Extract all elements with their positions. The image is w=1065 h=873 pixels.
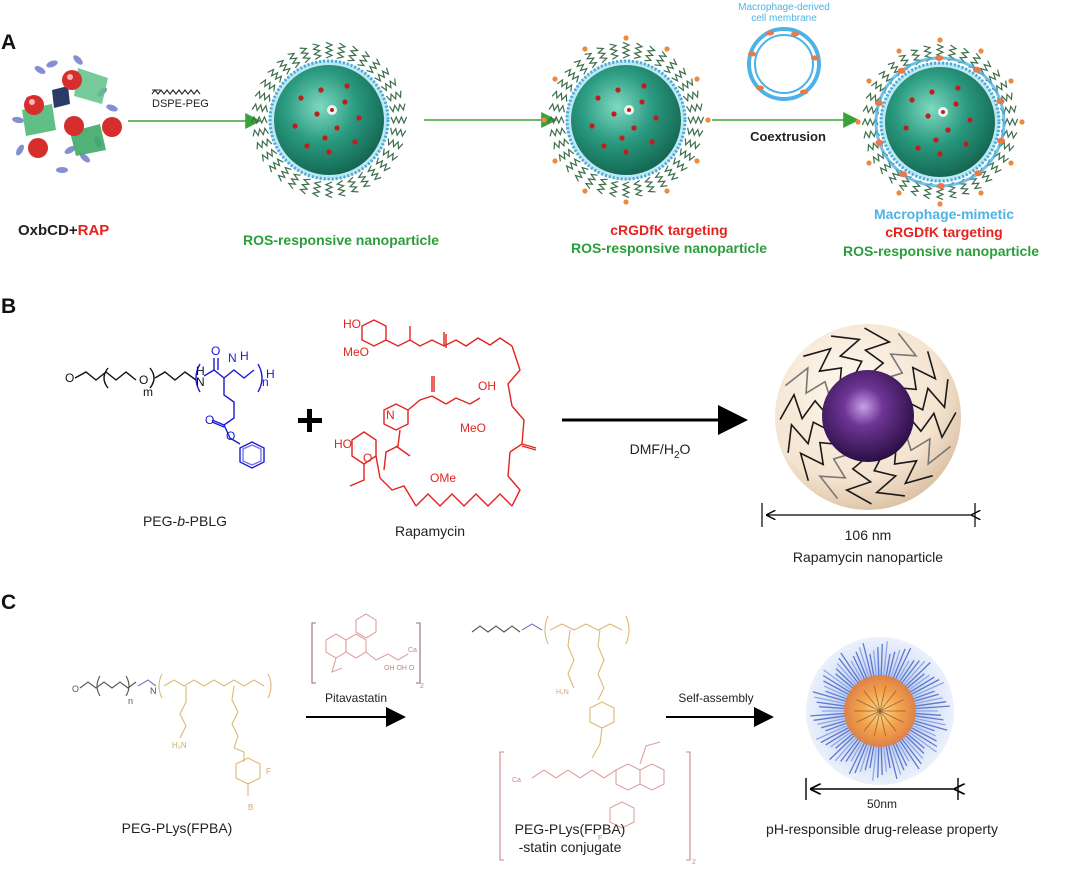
- svg-text:H: H: [240, 349, 249, 363]
- conjugate-label-line2: -statin conjugate: [518, 839, 622, 855]
- rapamycin-atom-labels: HO MeO N OH MeO HO O OMe: [334, 317, 496, 485]
- svg-text:OH OH O: OH OH O: [384, 665, 415, 672]
- solvent-label: DMF/H2O: [600, 441, 720, 461]
- solvent-post: O: [679, 441, 691, 457]
- conjugate-label: PEG-PLys(FPBA) -statin conjugate: [490, 820, 650, 856]
- svg-text:N: N: [386, 408, 395, 422]
- conjugate-atom-labels: Ca F 2: [512, 777, 696, 866]
- macrophage-membrane-vesicle: [747, 27, 821, 101]
- peg-plys-peg-labels: O n N: [72, 684, 157, 706]
- svg-text:Ca: Ca: [512, 777, 521, 784]
- macrophage-mimetic-nanoparticle: [855, 37, 1025, 207]
- svg-text:H: H: [196, 364, 205, 378]
- np3-label-blue: Macrophage-mimetic: [873, 206, 1015, 222]
- svg-text:HO: HO: [334, 437, 352, 451]
- conjugate-label-line1: PEG-PLys(FPBA): [514, 821, 626, 837]
- ph-responsive-nanoparticle: [806, 637, 954, 785]
- pitavastatin-atom-labels: OH OH O Ca 2: [384, 647, 424, 690]
- oxbcd-rap-cluster: [12, 55, 122, 173]
- ph-nanoparticle-label: pH-responsible drug-release property: [766, 821, 998, 837]
- svg-text:O: O: [65, 371, 74, 385]
- np3-label-green: ROS-responsive nanoparticle: [842, 243, 1040, 259]
- crgdfk-nanoparticle: [541, 35, 711, 205]
- svg-text:O: O: [226, 429, 235, 443]
- svg-text:HO: HO: [343, 317, 361, 331]
- svg-text:2: 2: [420, 683, 424, 690]
- rapamycin-label: Rapamycin: [394, 523, 466, 539]
- conjugate-amine-labels: H₂N: [556, 689, 569, 696]
- svg-text:O: O: [72, 684, 79, 694]
- peg-b-pblg-label: PEG-b-PBLG: [110, 513, 260, 529]
- oxbcd-rap-label: OxbCD+RAP: [18, 222, 109, 239]
- svg-text:2: 2: [692, 859, 696, 866]
- self-assembly-label: Self-assembly: [678, 691, 754, 705]
- peg-plys-fpba-label: PEG-PLys(FPBA): [121, 820, 233, 836]
- svg-text:H: H: [266, 367, 275, 381]
- size-label-c: 50nm: [866, 797, 898, 811]
- size-label-b: 106 nm: [844, 527, 892, 543]
- statin-conjugate-structure: [471, 615, 691, 861]
- svg-text:O: O: [363, 451, 372, 465]
- np2-label-green: ROS-responsive nanoparticle: [570, 240, 768, 256]
- svg-text:B: B: [248, 803, 253, 812]
- svg-text:N: N: [196, 375, 205, 389]
- svg-text:OH: OH: [478, 379, 496, 393]
- membrane-label: Macrophage-derived cell membrane: [700, 2, 868, 24]
- plus-sign: [298, 409, 322, 432]
- rap-label: RAP: [77, 222, 110, 239]
- np1-label: ROS-responsive nanoparticle: [242, 232, 440, 248]
- svg-text:MeO: MeO: [460, 421, 486, 435]
- svg-text:n: n: [128, 696, 133, 706]
- membrane-label-line2: cell membrane: [751, 13, 817, 24]
- panel-letter-c: C: [1, 591, 17, 614]
- peg-plys-fpba-structure: [79, 673, 272, 796]
- svg-text:n: n: [262, 375, 269, 389]
- peg-b-pblg-italic: b: [177, 513, 185, 529]
- size-dimension-c: [805, 778, 958, 800]
- svg-text:N: N: [228, 351, 237, 365]
- size-dimension-b: [761, 503, 975, 527]
- panel-letter-b: B: [1, 295, 17, 318]
- rapamycin-nanoparticle-label: Rapamycin nanoparticle: [792, 549, 944, 565]
- coextrusion-label: Coextrusion: [750, 129, 826, 144]
- membrane-label-line1: Macrophage-derived: [738, 2, 830, 13]
- svg-text:H₂N: H₂N: [172, 741, 187, 750]
- svg-text:N: N: [150, 686, 157, 696]
- panel-letter-a: A: [1, 31, 17, 54]
- svg-text:O: O: [211, 344, 220, 358]
- pblg-atom-labels: O N H n H O O: [205, 344, 275, 443]
- svg-text:H₂N: H₂N: [556, 689, 569, 696]
- peg-atom-labels: O O m N H: [65, 364, 205, 399]
- svg-text:MeO: MeO: [343, 345, 369, 359]
- svg-text:O: O: [139, 373, 148, 387]
- peg-b-pblg-post: -PBLG: [185, 513, 228, 529]
- peg-b-pblg-structure: [74, 358, 265, 469]
- dspe-peg-label: DSPE-PEG: [152, 98, 209, 110]
- np2-label-red: cRGDfK targeting: [610, 222, 728, 238]
- peg-plys-atom-labels: H₂N B F: [172, 741, 271, 812]
- svg-text:F: F: [266, 767, 271, 776]
- dspe-peg-squiggle: [151, 89, 201, 95]
- ros-nanoparticle: [250, 41, 408, 199]
- svg-text:O: O: [205, 413, 214, 427]
- svg-text:Ca: Ca: [408, 647, 417, 654]
- pitavastatin-structure: [311, 613, 421, 684]
- np3-label-red: cRGDfK targeting: [885, 224, 1003, 240]
- solvent-sub: 2: [673, 449, 680, 461]
- rapamycin-nanoparticle: [775, 324, 961, 510]
- svg-text:OMe: OMe: [430, 471, 456, 485]
- oxbcd-label: OxbCD+: [18, 222, 78, 239]
- svg-text:F: F: [598, 835, 602, 842]
- rapamycin-structure: [349, 319, 537, 507]
- peg-b-pblg-pre: PEG-: [142, 513, 178, 529]
- svg-text:m: m: [143, 385, 153, 399]
- pitavastatin-label: Pitavastatin: [324, 691, 388, 705]
- solvent-pre: DMF/H: [629, 441, 674, 457]
